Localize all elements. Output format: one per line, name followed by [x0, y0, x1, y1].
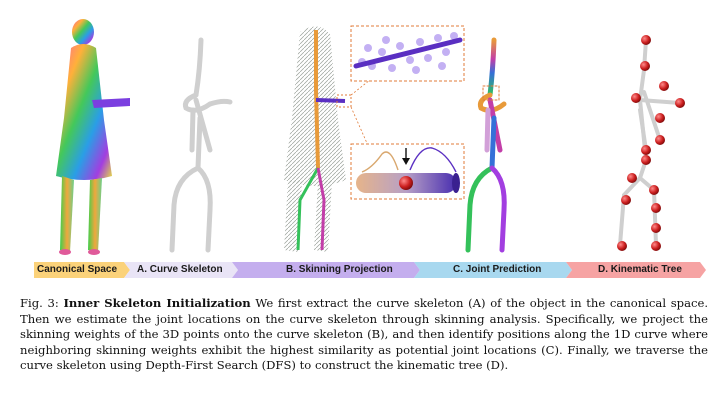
stage-segment-1 [124, 262, 238, 278]
skinning-projection-figure [284, 26, 371, 252]
caption-heading: Inner Skeleton Initialization [63, 296, 251, 310]
stage-label-curve-skeleton: A. Curve Skeleton [137, 264, 223, 275]
stage-label-skinning-projection: B. Skinning Projection [286, 264, 393, 275]
caption-body: We first extract the curve skeleton (A) … [20, 296, 709, 373]
weight-similarity-inset [350, 143, 465, 200]
caption-figure-number: Fig. 3: [20, 296, 59, 310]
stage-segment-2 [232, 262, 420, 278]
stage-segment-4 [566, 262, 706, 278]
kinematic-tree-figure [617, 35, 685, 251]
stage-label-joint-prediction: C. Joint Prediction [453, 264, 542, 275]
stage-segment-3 [414, 262, 572, 278]
figure-illustration: Canonical Space A. Curve Skeleton B. Ski… [34, 19, 706, 278]
joint-prediction-figure [465, 37, 507, 253]
canonical-space-figure [56, 19, 130, 255]
projection-detail-inset [350, 25, 465, 82]
curve-skeleton-figure [169, 37, 233, 253]
stage-label-canonical-space: Canonical Space [37, 264, 118, 275]
stage-segment-0 [34, 262, 130, 278]
figure-caption: Fig. 3: Inner Skeleton Initialization We… [20, 296, 708, 374]
stage-bar [34, 262, 706, 278]
stage-label-kinematic-tree: D. Kinematic Tree [598, 264, 682, 275]
figure-graphics [34, 19, 706, 278]
